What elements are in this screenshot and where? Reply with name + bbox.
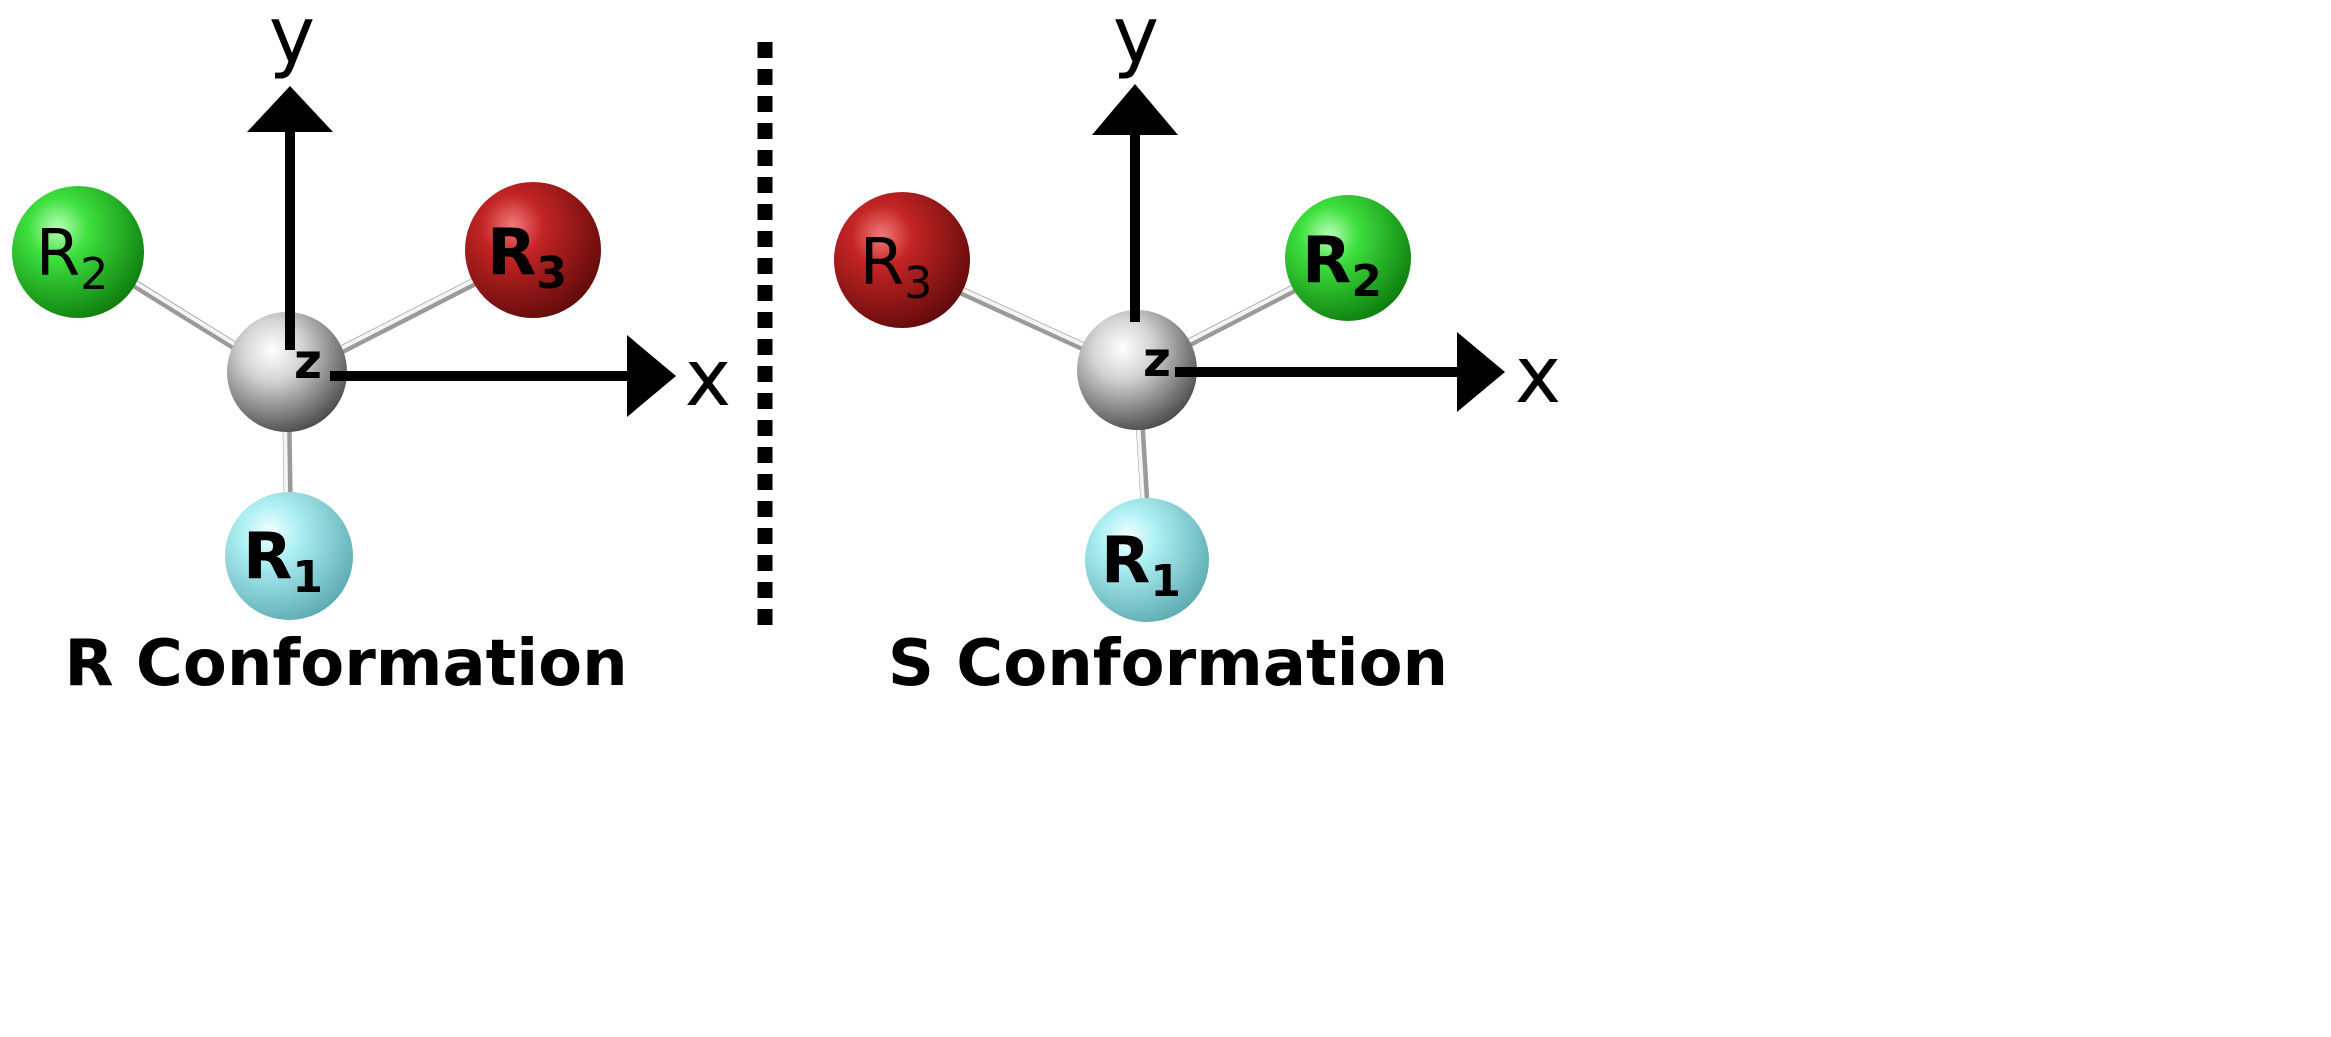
center-atom [227, 312, 347, 432]
y-axis-label: y [1113, 0, 1159, 81]
atom-subscript: 1 [1150, 556, 1181, 607]
x-axis-arrowhead [627, 335, 676, 417]
y-axis-arrowhead [1092, 84, 1178, 135]
atom-subscript: 3 [904, 258, 932, 309]
atom-bottom: R1 [1085, 498, 1209, 622]
svg-text:R3: R3 [487, 216, 567, 299]
panel-s-conformation: R3 R2 R1 y x z S Conformation [834, 0, 1561, 701]
x-axis-arrowhead [1457, 332, 1505, 412]
y-axis-label: y [269, 0, 315, 81]
atom-label: R [243, 520, 292, 594]
atom-top-left: R3 [834, 192, 970, 328]
svg-text:R3: R3 [860, 226, 932, 309]
z-axis-label: z [1143, 332, 1171, 388]
x-axis-label: x [1515, 331, 1561, 421]
svg-text:R1: R1 [243, 520, 323, 603]
center-atom [1077, 310, 1197, 430]
svg-text:R1: R1 [1101, 524, 1181, 607]
atom-label: R [860, 226, 904, 300]
x-axis-label: x [685, 334, 731, 424]
atom-subscript: 3 [536, 248, 567, 299]
atom-subscript: 2 [1351, 256, 1382, 307]
atom-top-right: R2 [1285, 195, 1411, 321]
atom-bottom: R1 [225, 492, 353, 620]
atom-label: R [1101, 524, 1150, 598]
atom-label: R [36, 217, 80, 291]
atom-subscript: 2 [80, 249, 108, 300]
y-axis-arrowhead [247, 86, 333, 132]
caption-s: S Conformation [888, 627, 1448, 701]
atom-label: R [487, 216, 536, 290]
atom-subscript: 1 [292, 552, 323, 603]
svg-text:R2: R2 [36, 217, 108, 300]
svg-text:R2: R2 [1302, 224, 1382, 307]
caption-r: R Conformation [64, 627, 627, 701]
z-axis-label: z [294, 334, 322, 390]
atom-top-left: R2 [12, 186, 144, 318]
atom-top-right: R3 [465, 182, 601, 318]
panel-r-conformation: R2 R3 R1 y x z R Conformation [12, 0, 731, 701]
atom-label: R [1302, 224, 1351, 298]
